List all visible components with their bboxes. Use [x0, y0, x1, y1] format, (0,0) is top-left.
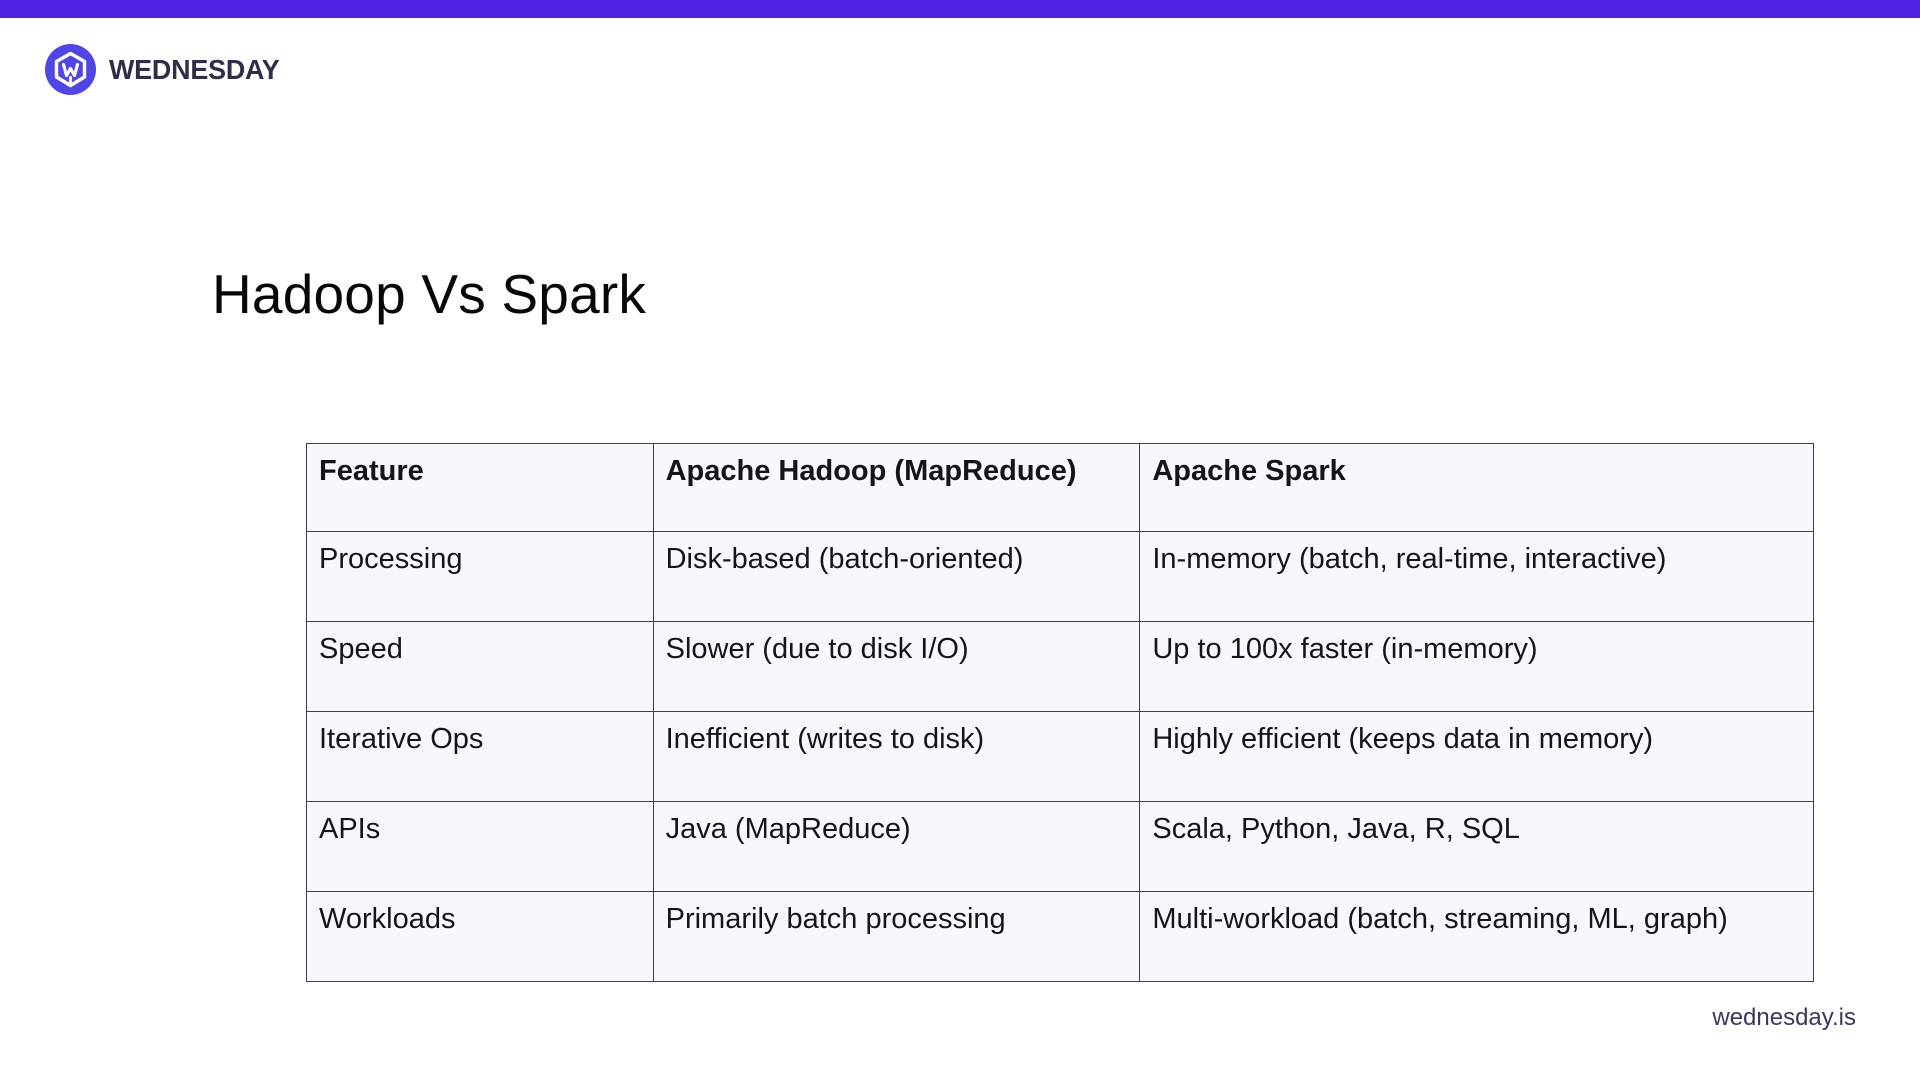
table-row: APIs Java (MapReduce) Scala, Python, Jav…: [306, 801, 1814, 892]
table-cell: Iterative Ops: [306, 711, 654, 802]
table-header-row: Feature Apache Hadoop (MapReduce) Apache…: [306, 443, 1814, 532]
table-cell: Scala, Python, Java, R, SQL: [1139, 801, 1814, 892]
table-row: Iterative Ops Inefficient (writes to dis…: [306, 711, 1814, 802]
comparison-table: Feature Apache Hadoop (MapReduce) Apache…: [306, 443, 1814, 982]
brand-logo: WEDNESDAY: [45, 44, 287, 95]
wednesday-logo-icon: [45, 44, 96, 95]
brand-name: WEDNESDAY: [109, 53, 280, 85]
table-cell: Disk-based (batch-oriented): [652, 531, 1141, 622]
table-cell: Up to 100x faster (in-memory): [1139, 621, 1814, 712]
table-row: Processing Disk-based (batch-oriented) I…: [306, 531, 1814, 622]
table-cell: Speed: [306, 621, 654, 712]
table-cell: APIs: [306, 801, 654, 892]
table-cell: Slower (due to disk I/O): [652, 621, 1141, 712]
website-label: wednesday.is: [1712, 1004, 1856, 1031]
table-cell: Highly efficient (keeps data in memory): [1139, 711, 1814, 802]
table-cell: Inefficient (writes to disk): [652, 711, 1141, 802]
top-accent-bar: [0, 0, 1920, 18]
header-cell-hadoop: Apache Hadoop (MapReduce): [652, 443, 1141, 532]
table-row: Workloads Primarily batch processing Mul…: [306, 891, 1814, 982]
page-title: Hadoop Vs Spark: [212, 263, 647, 325]
table-cell: Primarily batch processing: [652, 891, 1141, 982]
comparison-table-container: Feature Apache Hadoop (MapReduce) Apache…: [306, 443, 1814, 982]
table-cell: Workloads: [306, 891, 654, 982]
table-cell: Processing: [306, 531, 654, 622]
table-cell: Multi-workload (batch, streaming, ML, gr…: [1139, 891, 1814, 982]
table-cell: Java (MapReduce): [652, 801, 1141, 892]
table-cell: In-memory (batch, real-time, interactive…: [1139, 531, 1814, 622]
table-row: Speed Slower (due to disk I/O) Up to 100…: [306, 621, 1814, 712]
header-cell-spark: Apache Spark: [1139, 443, 1814, 532]
header-cell-feature: Feature: [306, 443, 654, 532]
